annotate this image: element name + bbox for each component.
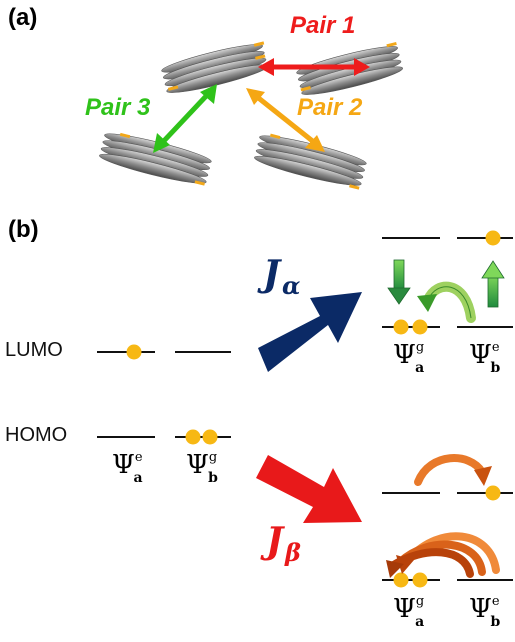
lumo-label: LUMO — [5, 339, 63, 361]
j-alpha-arrow — [258, 292, 362, 372]
electron-dot — [485, 230, 501, 246]
j-alpha-label: Jα — [263, 253, 301, 300]
psi-a-ground-lower: Ψga — [393, 594, 425, 631]
psi-b-excited-lower: Ψeb — [469, 594, 501, 631]
pair1-arrow — [258, 58, 370, 76]
electron-dot — [202, 429, 218, 445]
molecule-stack-top — [161, 41, 268, 93]
lower-right-level-diagram — [382, 454, 513, 588]
curved-orange-arrows-bottom — [386, 532, 500, 578]
pair3-label: Pair 3 — [85, 94, 151, 121]
up-green-arrow — [481, 260, 505, 308]
upper-right-level-diagram — [382, 230, 513, 335]
pair2-label: Pair 2 — [297, 94, 363, 121]
j-beta-label: Jβ — [266, 520, 301, 567]
down-green-arrow — [387, 259, 411, 305]
molecule-stack-right — [296, 41, 403, 95]
curved-green-arrow — [417, 281, 476, 323]
pair3-arrow — [153, 84, 217, 153]
left-level-diagram — [97, 344, 231, 445]
electron-dot — [126, 344, 142, 360]
psi-b-excited-upper: Ψeb — [469, 340, 501, 377]
homo-label: HOMO — [5, 424, 68, 446]
pair2-arrow — [246, 88, 325, 152]
molecule-stack-bottom-right — [254, 133, 367, 190]
electron-dot — [412, 319, 428, 335]
curved-orange-arrow-top — [414, 454, 492, 486]
molecule-stack-bottom-left — [99, 132, 212, 186]
electron-dot — [485, 485, 501, 501]
electron-dot — [393, 319, 409, 335]
panel-a-label: (a) — [8, 4, 38, 31]
pair1-label: Pair 1 — [290, 12, 356, 39]
panel-b-label: (b) — [8, 216, 39, 243]
electron-dot — [185, 429, 201, 445]
j-beta-arrow — [256, 455, 362, 523]
psi-b-ground-left: Ψgb — [186, 450, 218, 487]
electron-dot — [412, 572, 428, 588]
psi-a-ground-upper: Ψga — [393, 340, 425, 377]
psi-a-excited-left: Ψea — [112, 450, 143, 487]
electron-dot — [393, 572, 409, 588]
